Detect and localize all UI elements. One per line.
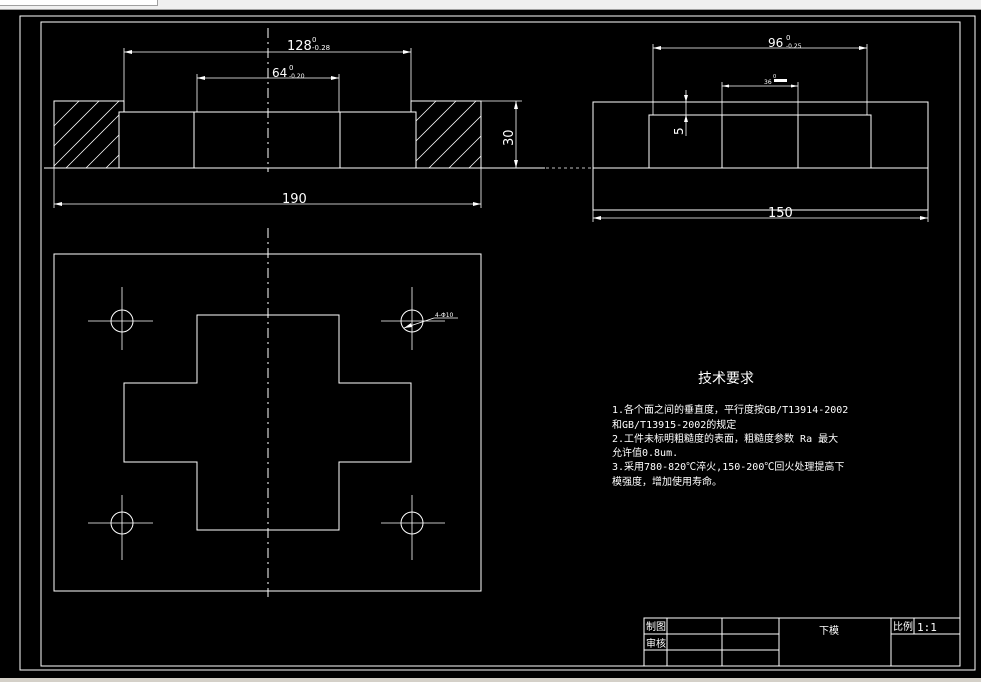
- dim-96-tol-lower: -0.25: [786, 43, 802, 50]
- hole-callout: 4-Φ10: [435, 312, 454, 319]
- part-name: 下模: [819, 625, 839, 637]
- tech-req-line-5: 3.采用780-820℃淬火,150-200℃回火处理提高下: [612, 460, 844, 473]
- drawn-label: 制图: [646, 620, 666, 633]
- drawing-tab[interactable]: [0, 0, 158, 6]
- dim-150: 150: [768, 206, 793, 221]
- scale-value: 1:1: [917, 621, 937, 634]
- technical-requirements: 技术要求 1.各个面之间的垂直度，平行度按GB/T13914-2002 和GB/…: [612, 371, 848, 488]
- window-bottom-strip: [0, 678, 981, 682]
- hatch-left: [53, 100, 120, 169]
- hole-top-left: [88, 287, 153, 350]
- dim-128-tol-lower: -0.28: [312, 44, 330, 52]
- hole-top-right: 4-Φ10: [381, 287, 458, 350]
- dim-96-tol-upper: 0: [786, 34, 790, 42]
- tech-req-line-1: 1.各个面之间的垂直度，平行度按GB/T13914-2002: [612, 403, 848, 416]
- tech-req-line-6: 模强度，增加使用寿命。: [612, 475, 722, 488]
- front-section-view: 128 0 -0.28 64 0 -0.20 30 190: [44, 28, 545, 208]
- tech-req-title: 技术要求: [698, 371, 754, 387]
- dim-128-tol-upper: 0: [312, 36, 316, 44]
- window-top-strip: [0, 0, 981, 10]
- dim-30: 30: [502, 129, 517, 146]
- title-block: 制图 审核 下模 比例 1:1: [643, 617, 961, 667]
- hole-bottom-right: [381, 495, 445, 560]
- dim-64-tol-lower: -0.20: [289, 73, 305, 80]
- dim-5: 5: [672, 127, 686, 135]
- tech-req-line-3: 2.工件未标明粗糙度的表面，粗糙度参数 Ra 最大: [612, 432, 838, 445]
- tech-req-line-2: 和GB/T13915-2002的规定: [612, 418, 736, 431]
- hole-bottom-left: [88, 495, 153, 560]
- plan-view: 4-Φ10: [53, 228, 482, 597]
- dim-36: 36: [764, 79, 772, 86]
- hatch-right: [415, 100, 482, 169]
- cad-drawing-canvas[interactable]: 128 0 -0.28 64 0 -0.20 30 190: [0, 10, 981, 678]
- cad-drawing: 128 0 -0.28 64 0 -0.20 30 190: [19, 15, 976, 671]
- dim-128: 128: [287, 39, 312, 54]
- dim-36-tol-upper: 0: [773, 74, 776, 80]
- tech-req-line-4: 允许值0.8um.: [612, 446, 678, 459]
- dim-64-tol-upper: 0: [289, 64, 293, 72]
- dim-64: 64: [272, 66, 287, 80]
- side-view: 96 0 -0.25 36 0 5 150: [528, 34, 929, 222]
- outer-sheet-border: [19, 15, 976, 671]
- dim-190: 190: [282, 192, 307, 207]
- checked-label: 审核: [646, 637, 666, 650]
- inner-frame-border: [40, 21, 961, 667]
- scale-label: 比例: [893, 620, 913, 633]
- dim-96: 96: [768, 36, 783, 50]
